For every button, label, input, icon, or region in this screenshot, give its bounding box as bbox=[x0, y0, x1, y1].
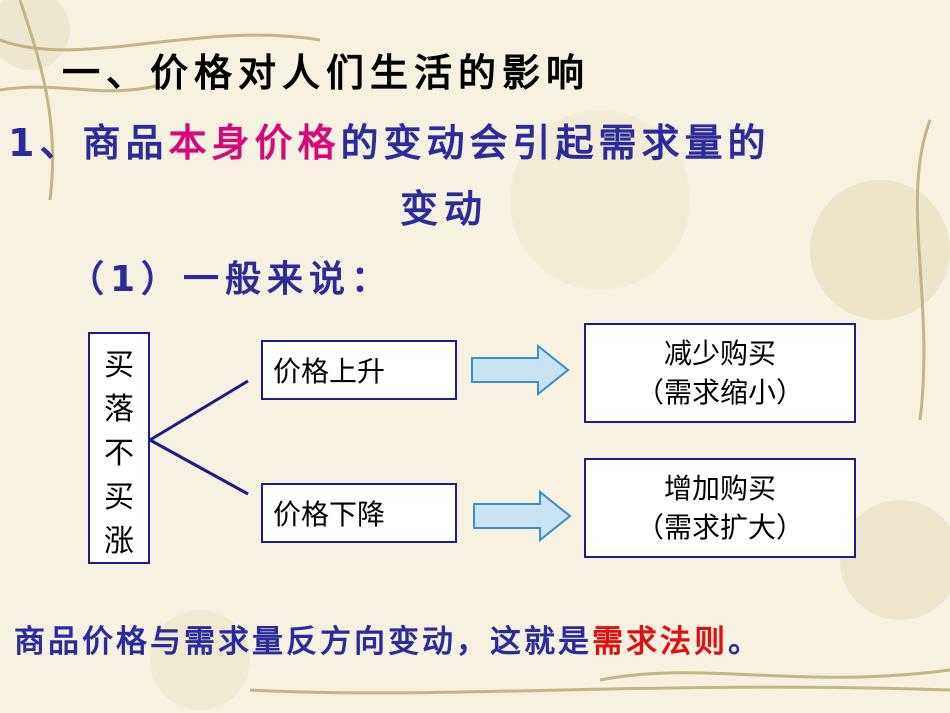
result-down-line2: （需求扩大） bbox=[635, 511, 804, 544]
result-up-line2: （需求缩小） bbox=[635, 376, 804, 409]
section-heading: 1、商品本身价格的变动会引起需求量的 bbox=[8, 112, 770, 167]
conclusion-text: 商品价格与需求量反方向变动，这就是需求法则。 bbox=[14, 616, 762, 661]
vertical-char: 不 bbox=[104, 436, 134, 471]
subheading: （1）一般来说： bbox=[68, 259, 394, 300]
conclusion-highlight: 需求法则 bbox=[592, 624, 728, 660]
heading-suffix: 的变动会引起需求量的 bbox=[340, 121, 771, 165]
vertical-char: 买 bbox=[104, 480, 134, 515]
result-up-box: 减少购买 （需求缩小） bbox=[584, 323, 856, 423]
result-down-line1: 增加购买 bbox=[663, 471, 776, 505]
section-heading-line2: 变动 bbox=[400, 187, 489, 231]
conclusion-suffix: 。 bbox=[728, 624, 762, 660]
vertical-char: 涨 bbox=[104, 524, 134, 559]
vertical-char: 落 bbox=[104, 392, 134, 427]
result-up-line1: 减少购买 bbox=[663, 336, 776, 370]
heading-highlight: 本身价格 bbox=[168, 121, 341, 165]
price-up-box: 价格上升 bbox=[261, 340, 457, 400]
vertical-char: 买 bbox=[104, 348, 134, 383]
conclusion-prefix: 商品价格与需求量反方向变动，这就是 bbox=[14, 624, 592, 660]
result-down-box: 增加购买 （需求扩大） bbox=[584, 458, 856, 558]
price-down-box: 价格下降 bbox=[261, 483, 457, 543]
heading-prefix: 1、商品 bbox=[8, 121, 169, 165]
page-title: 一、价格对人们生活的影响 bbox=[62, 51, 591, 95]
vertical-label-box: 买 落 不 买 涨 bbox=[88, 332, 150, 564]
